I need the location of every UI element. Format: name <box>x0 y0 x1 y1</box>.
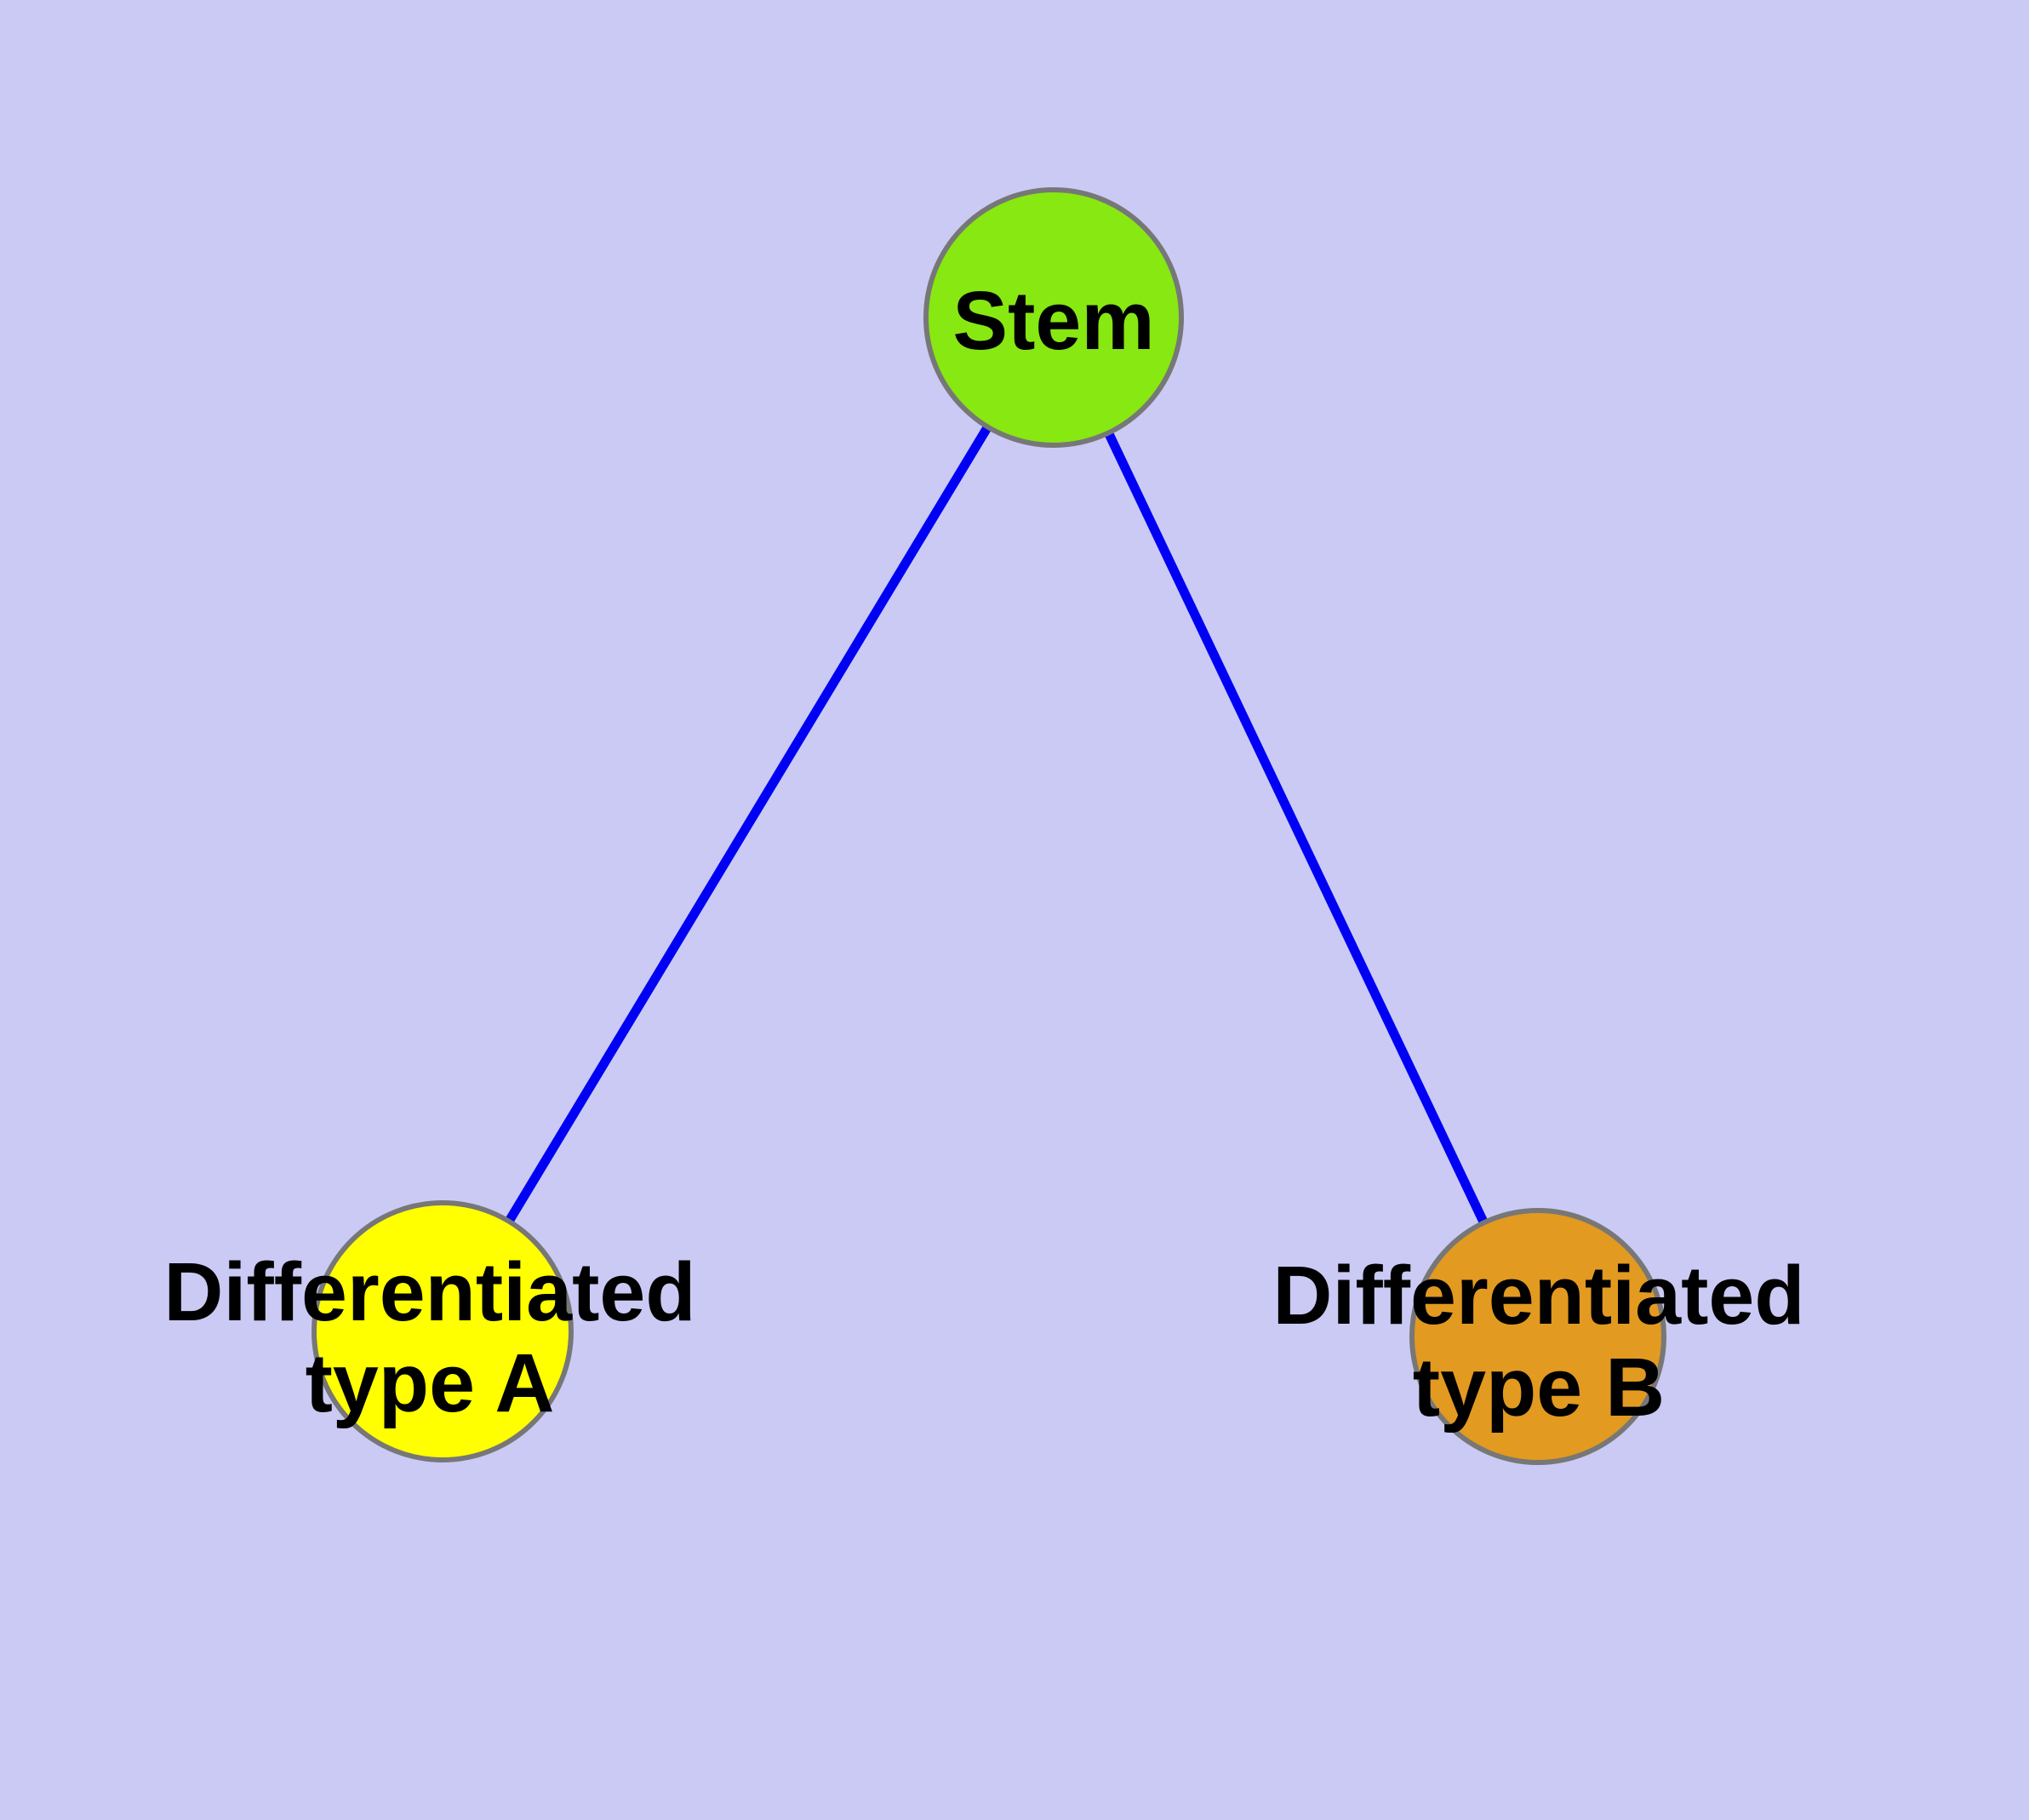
edge-stem-to-type-b <box>1049 315 1542 1339</box>
node-type-a-label-line2: type A <box>306 1336 555 1429</box>
node-stem <box>923 187 1184 448</box>
edge-stem-to-type-a <box>438 315 1058 1334</box>
node-type-b-label-line1: Differentiated <box>1272 1249 1804 1342</box>
node-type-b <box>1409 1208 1666 1465</box>
node-type-b-label-line2: type B <box>1413 1341 1665 1434</box>
node-type-a-label-line1: Differentiated <box>163 1245 695 1338</box>
node-stem-label: Stem <box>952 274 1154 367</box>
node-type-a <box>311 1200 574 1462</box>
